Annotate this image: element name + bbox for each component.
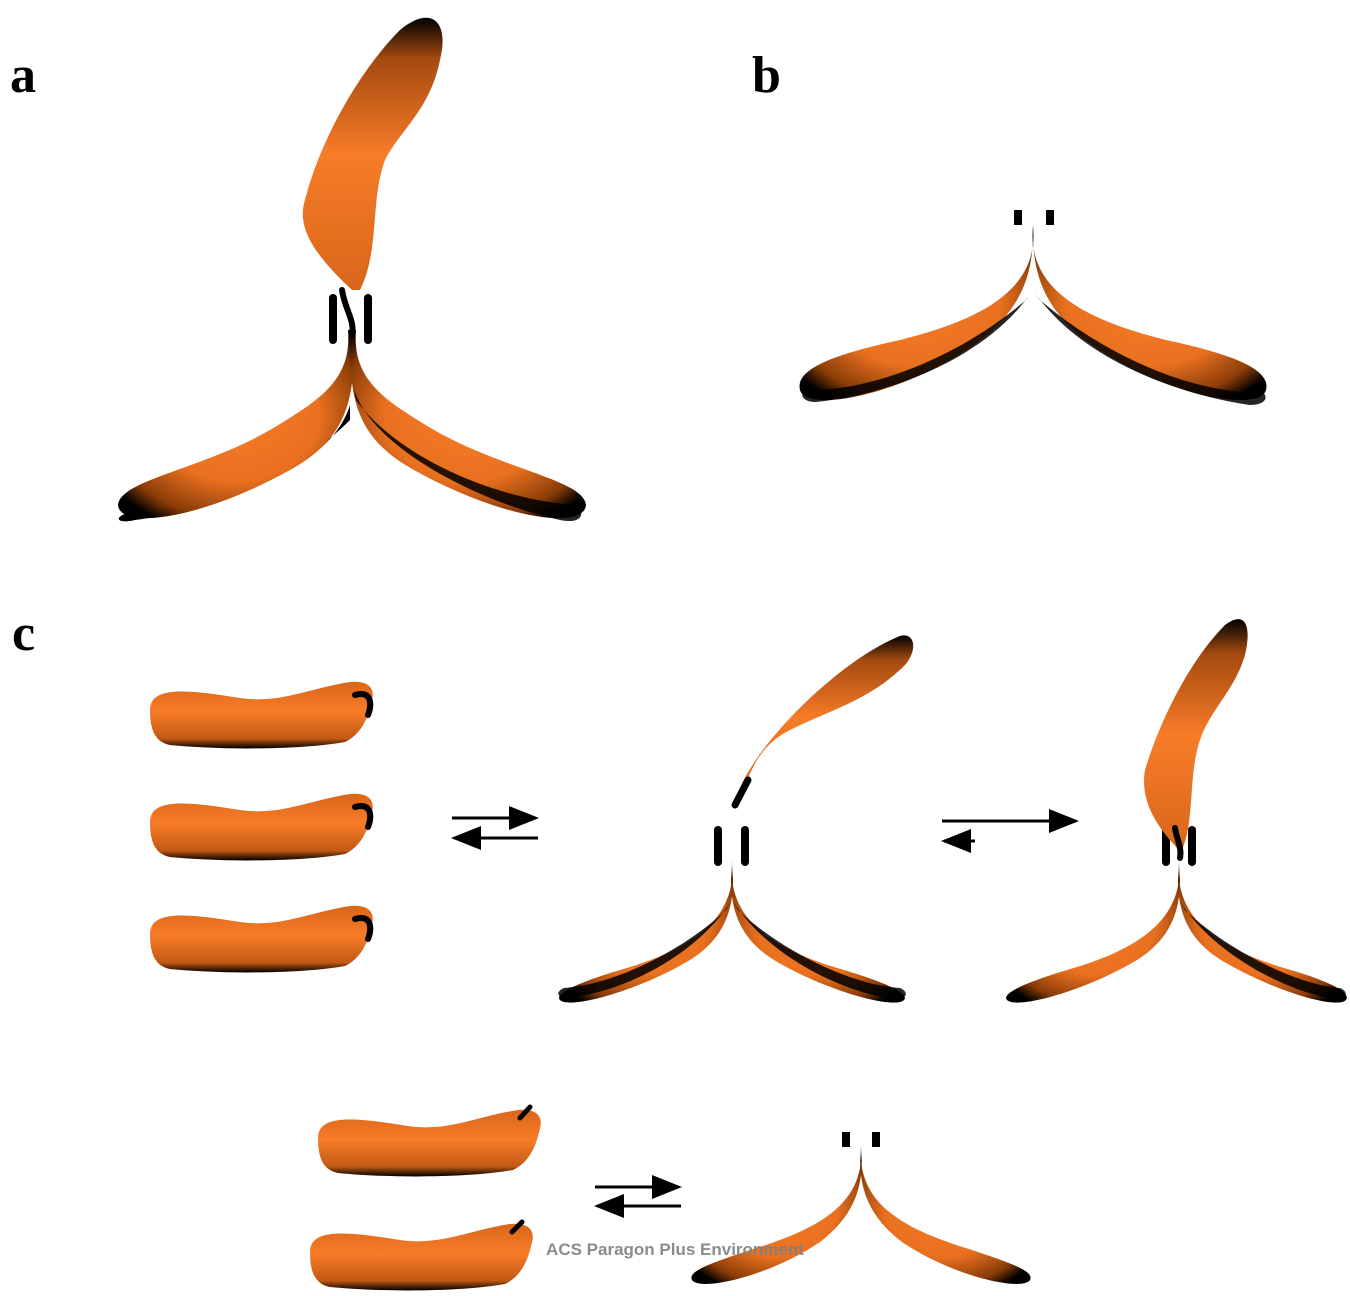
equilibrium-arrows-1 (452, 818, 538, 838)
equilibrium-arrows-3 (595, 1187, 681, 1206)
panel-c-monomers-row2 (310, 1107, 541, 1290)
equilibrium-arrows-2 (942, 821, 1076, 841)
panel-a-trimer (118, 18, 586, 522)
panel-c-monomers (150, 682, 373, 973)
panel-c-dimer-row2 (691, 1132, 1030, 1284)
watermark-text: ACS Paragon Plus Environment (0, 1240, 1350, 1260)
panel-b-dimer (800, 210, 1267, 405)
panel-c-dimer-plus-monomer (558, 635, 913, 1002)
panel-c-trimer (1006, 619, 1347, 1002)
